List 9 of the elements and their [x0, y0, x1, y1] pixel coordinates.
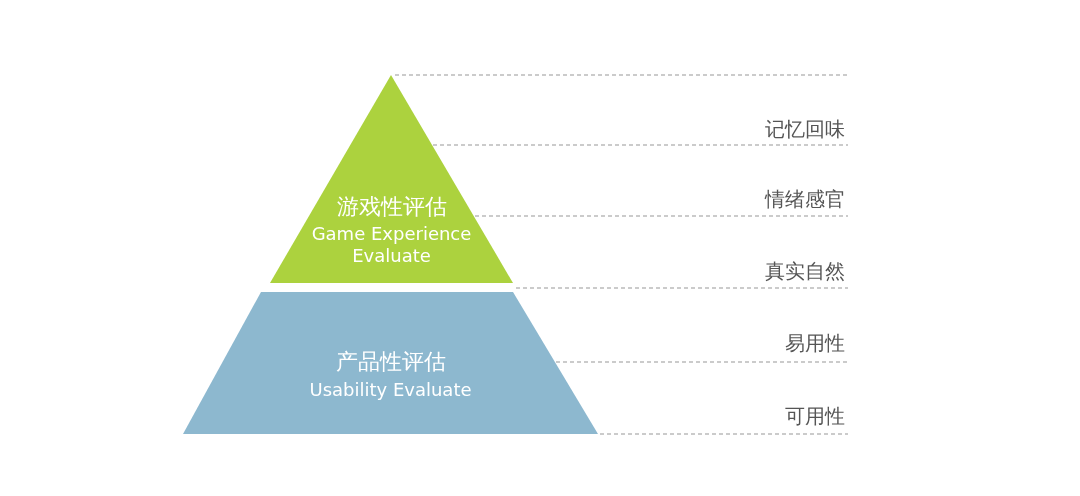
level-label: 记忆回味 — [765, 116, 845, 143]
level-subtitle: Game Experience Evaluate — [310, 223, 473, 267]
level-label: 可用性 — [785, 403, 845, 430]
level-subtitle: Usability Evaluate — [308, 379, 473, 401]
level-label: 易用性 — [785, 330, 845, 357]
level-title: 游戏性评估 — [335, 194, 448, 221]
level-label: 真实自然 — [765, 258, 845, 285]
level-title: 产品性评估 — [334, 349, 447, 376]
level-label: 情绪感官 — [765, 186, 845, 213]
